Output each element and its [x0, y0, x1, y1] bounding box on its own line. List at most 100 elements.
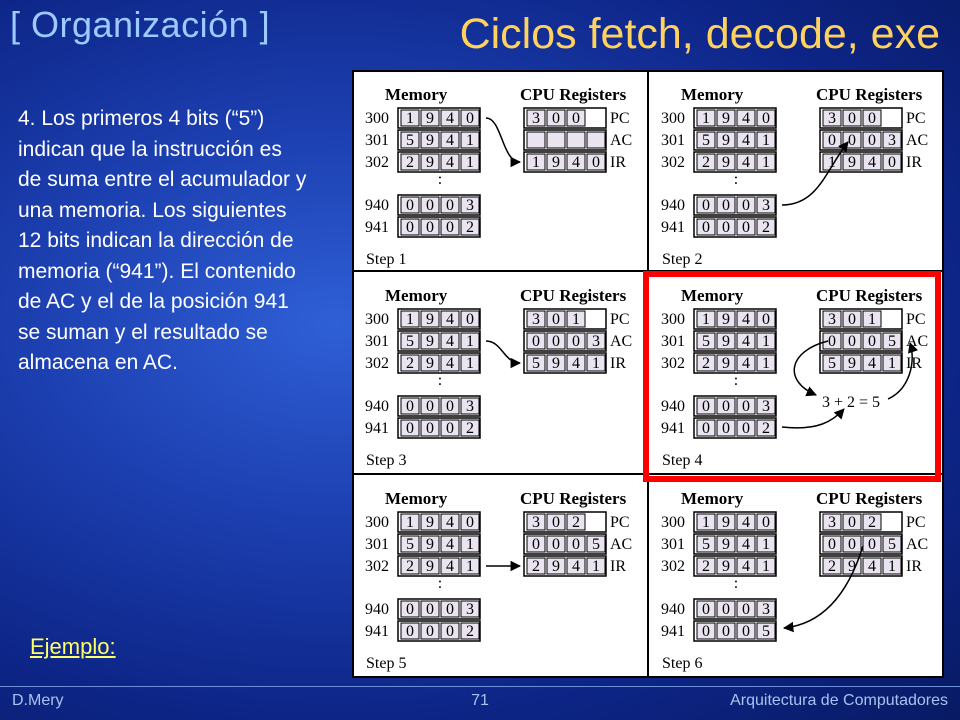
ac-register-value: 5	[592, 536, 600, 553]
memory-cell-value: 9	[722, 311, 730, 328]
ir-register-cell	[546, 153, 566, 171]
memory-cell-value: 0	[466, 514, 474, 531]
ac-register-label: AC	[610, 132, 632, 149]
ac-register-cell	[882, 535, 902, 553]
memory-ellipsis: :	[438, 575, 442, 592]
ir-register-value: 4	[572, 558, 580, 575]
memory-cell-value: 9	[722, 558, 730, 575]
ac-register-cell	[882, 131, 902, 149]
ac-register-cell	[882, 332, 902, 350]
memory-cell-value: 3	[762, 601, 770, 618]
memory-cell	[400, 153, 420, 171]
ir-register-value: 4	[868, 154, 876, 171]
ac-register-cell	[526, 332, 546, 350]
memory-header: Memory	[681, 286, 744, 305]
memory-address-label: 940	[365, 398, 389, 415]
ir-register-label: IR	[610, 154, 626, 171]
memory-cell	[420, 397, 440, 415]
memory-address-label: 941	[661, 623, 685, 640]
memory-cell-value: 3	[762, 398, 770, 415]
memory-cell	[716, 397, 736, 415]
memory-cell	[696, 196, 716, 214]
memory-cell	[736, 600, 756, 618]
ir-register-value: 9	[848, 558, 856, 575]
pc-register-box	[819, 107, 903, 129]
ac-register-value: 3	[888, 132, 896, 149]
memory-cell-value: 0	[406, 420, 414, 437]
memory-cell-value: 4	[742, 154, 750, 171]
memory-cell-value: 1	[466, 154, 474, 171]
memory-cell	[696, 419, 716, 437]
memory-cell-value: 0	[762, 514, 770, 531]
memory-cell	[400, 131, 420, 149]
ac-register-cell	[566, 131, 586, 149]
memory-cell	[400, 557, 420, 575]
memory-cell-value: 0	[406, 398, 414, 415]
ir-register-value: 9	[552, 154, 560, 171]
ac-register-cell	[546, 332, 566, 350]
memory-word-box	[397, 555, 481, 577]
memory-cell-value: 9	[426, 333, 434, 350]
memory-address-label: 941	[365, 219, 389, 236]
memory-cell-value: 4	[742, 311, 750, 328]
memory-cell	[716, 153, 736, 171]
memory-cell	[736, 218, 756, 236]
ac-register-cell	[842, 535, 862, 553]
example-link[interactable]: Ejemplo:	[30, 634, 116, 659]
step-label: Step 1	[366, 251, 406, 268]
ir-register-value: 1	[888, 355, 896, 372]
memory-cell-value: 2	[406, 558, 414, 575]
pc-register-label: PC	[610, 514, 630, 531]
memory-word-box	[693, 620, 777, 642]
cpu-registers-header: CPU Registers	[816, 85, 923, 104]
memory-cell-value: 4	[742, 333, 750, 350]
ac-register-cell	[862, 131, 882, 149]
pc-register-cell	[526, 109, 546, 127]
memory-address-label: 941	[661, 219, 685, 236]
memory-cell-value: 0	[702, 601, 710, 618]
memory-cell-value: 4	[446, 514, 454, 531]
memory-cell	[736, 153, 756, 171]
memory-address-label: 940	[661, 398, 685, 415]
ac-register-label: AC	[906, 333, 928, 350]
memory-cell-value: 4	[446, 132, 454, 149]
ac-register-cell	[822, 131, 842, 149]
memory-cell	[420, 153, 440, 171]
memory-address-label: 940	[365, 601, 389, 618]
memory-cell	[716, 535, 736, 553]
memory-address-label: 941	[365, 420, 389, 437]
ir-register-box	[819, 555, 903, 577]
ac-register-value: 0	[848, 536, 856, 553]
memory-cell-value: 4	[742, 132, 750, 149]
memory-cell-value: 9	[722, 514, 730, 531]
memory-cell	[756, 131, 776, 149]
pc-register-label: PC	[610, 311, 630, 328]
memory-cell-value: 1	[762, 333, 770, 350]
memory-cell	[440, 153, 460, 171]
memory-address-label: 940	[365, 197, 389, 214]
ir-register-label: IR	[906, 558, 922, 575]
ir-register-value: 5	[532, 355, 540, 372]
memory-word-box	[397, 395, 481, 417]
result-to-ac-arrow	[887, 342, 918, 400]
pc-register-box	[523, 511, 607, 533]
memory-word-box	[693, 395, 777, 417]
cpu-registers-header: CPU Registers	[816, 286, 923, 305]
memory-cell	[716, 131, 736, 149]
step-label: Step 4	[662, 452, 702, 469]
memory-cell	[756, 513, 776, 531]
memory-cell	[440, 557, 460, 575]
memory-cell	[716, 557, 736, 575]
memory-cell-value: 3	[466, 601, 474, 618]
memory-word-box	[693, 417, 777, 439]
memory-header: Memory	[681, 85, 744, 104]
memory-cell	[460, 535, 480, 553]
memory-address-label: 301	[365, 536, 389, 553]
memory-address-label: 940	[661, 601, 685, 618]
memory-cell-value: 2	[466, 623, 474, 640]
memory-cell	[460, 354, 480, 372]
memory-word-box	[693, 194, 777, 216]
memory-cell	[756, 622, 776, 640]
memory-cell-value: 4	[742, 514, 750, 531]
ir-register-cell	[822, 354, 842, 372]
